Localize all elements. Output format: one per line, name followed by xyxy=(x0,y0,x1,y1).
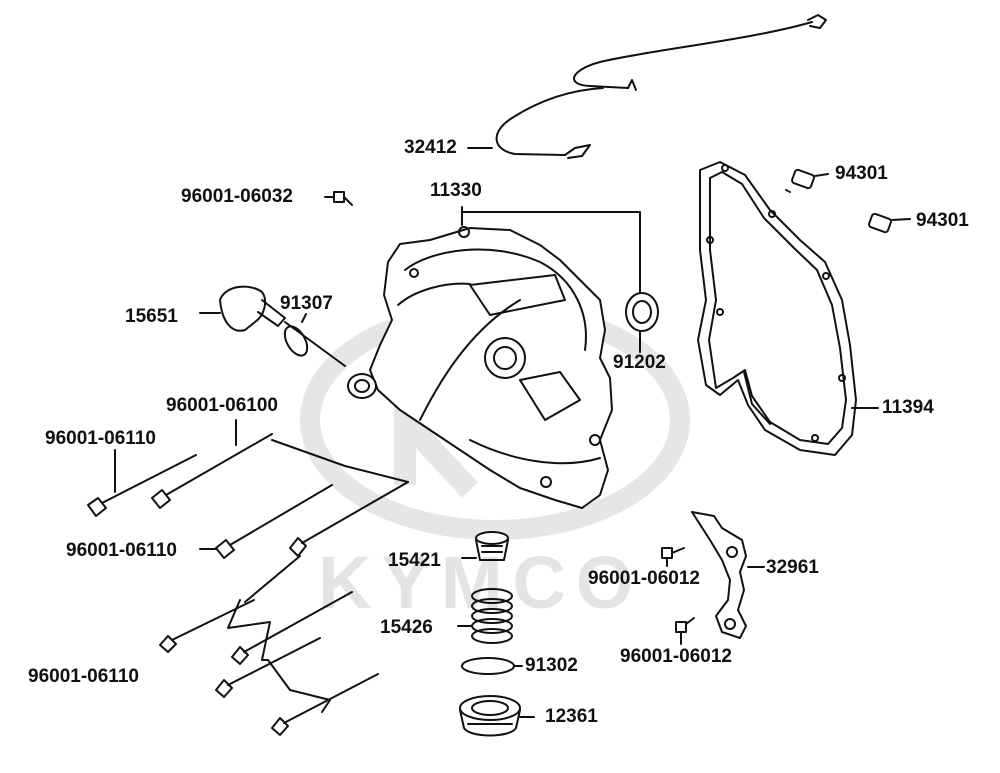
part-32412-cable[interactable] xyxy=(467,14,827,159)
label-32412[interactable]: 32412 xyxy=(404,137,457,158)
part-96001-06110-bolt-b[interactable] xyxy=(199,484,333,559)
label-96001-06012-b[interactable]: 96001-06012 xyxy=(620,646,732,667)
label-96001-06032[interactable]: 96001-06032 xyxy=(181,186,293,207)
part-96001-06110-bolt-f[interactable] xyxy=(215,637,321,698)
part-96001-06110-bolt-c[interactable] xyxy=(244,439,409,603)
part-96001-06110-bolt-e[interactable] xyxy=(231,591,353,665)
label-91307[interactable]: 91307 xyxy=(280,293,333,314)
label-91302[interactable]: 91302 xyxy=(525,655,578,676)
part-91307-o-ring[interactable] xyxy=(280,313,312,359)
part-96001-06012-bolt-b[interactable] xyxy=(675,617,695,645)
part-94301-dowel-pin-b[interactable] xyxy=(868,212,911,234)
part-96001-06100-bolt[interactable] xyxy=(151,419,273,509)
label-15421[interactable]: 15421 xyxy=(388,550,441,571)
part-91202-oil-seal[interactable] xyxy=(625,292,659,353)
part-12361-drain-cap[interactable] xyxy=(459,695,535,737)
part-96001-06012-bolt-a[interactable] xyxy=(661,547,685,567)
part-96001-06110-bolt-d[interactable] xyxy=(159,599,255,653)
part-32961-bracket[interactable] xyxy=(691,511,765,639)
part-96001-06110-bolt-a[interactable] xyxy=(87,449,197,517)
label-96001-06110-a[interactable]: 96001-06110 xyxy=(45,428,156,449)
label-32961[interactable]: 32961 xyxy=(766,557,819,578)
part-15651-dipstick[interactable] xyxy=(199,285,346,367)
part-96001-06032-bolt[interactable] xyxy=(324,191,353,206)
label-96001-06110-c[interactable]: 96001-06110 xyxy=(28,666,139,687)
label-96001-06012-a[interactable]: 96001-06012 xyxy=(588,568,700,589)
part-11330-crankcase-cover[interactable] xyxy=(347,226,613,509)
label-91202[interactable]: 91202 xyxy=(613,352,666,373)
label-15651[interactable]: 15651 xyxy=(125,306,178,327)
label-15426[interactable]: 15426 xyxy=(380,617,433,638)
label-96001-06110-b[interactable]: 96001-06110 xyxy=(66,540,177,561)
part-94301-dowel-pin-a[interactable] xyxy=(785,168,829,193)
label-12361[interactable]: 12361 xyxy=(545,706,598,727)
part-15421-oil-strainer[interactable] xyxy=(461,531,509,561)
label-94301-a[interactable]: 94301 xyxy=(835,163,888,184)
label-94301-b[interactable]: 94301 xyxy=(916,210,969,231)
part-15426-spring[interactable] xyxy=(457,588,513,644)
part-91302-o-ring[interactable] xyxy=(461,657,523,675)
label-11394[interactable]: 11394 xyxy=(882,397,934,418)
label-96001-06100[interactable]: 96001-06100 xyxy=(166,395,278,416)
leader-96001-06110-c xyxy=(227,599,331,713)
label-11330[interactable]: 11330 xyxy=(430,180,482,201)
part-96001-06110-bolt-g[interactable] xyxy=(271,673,379,736)
part-11394-gasket[interactable] xyxy=(697,161,879,456)
